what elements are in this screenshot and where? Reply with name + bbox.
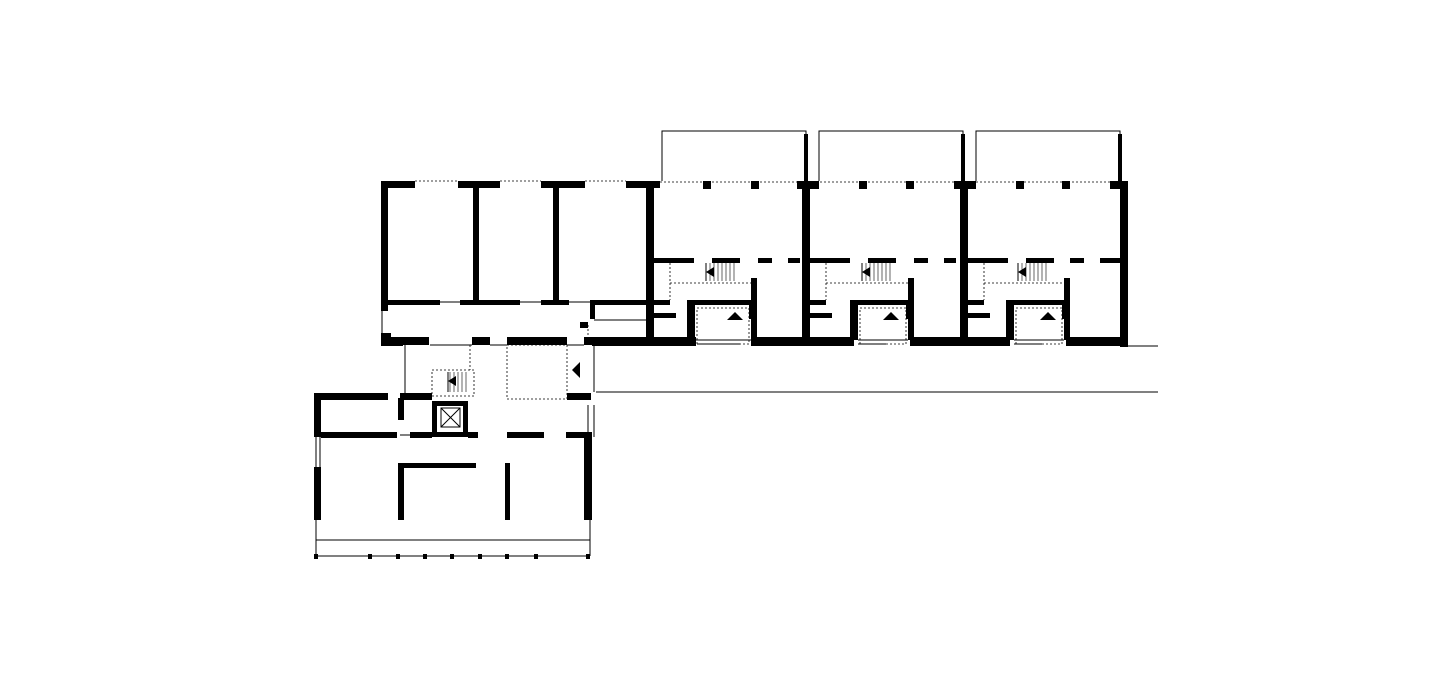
- unit-2-stair: [861, 263, 891, 281]
- west-rooms: [381, 185, 654, 345]
- core-stair: [447, 372, 467, 392]
- unit-2: [810, 185, 968, 346]
- elevator-icon: [432, 401, 468, 437]
- core-connector: [403, 322, 595, 437]
- balconies: [661, 130, 1122, 181]
- ground-lines: [596, 345, 1158, 393]
- north-glazing: [415, 180, 1120, 183]
- unit-3-stair: [1017, 263, 1047, 281]
- unit-3: [968, 258, 1120, 345]
- south-wing: [314, 393, 595, 559]
- unit-1-stair: [705, 263, 735, 281]
- unit-1: [654, 185, 810, 346]
